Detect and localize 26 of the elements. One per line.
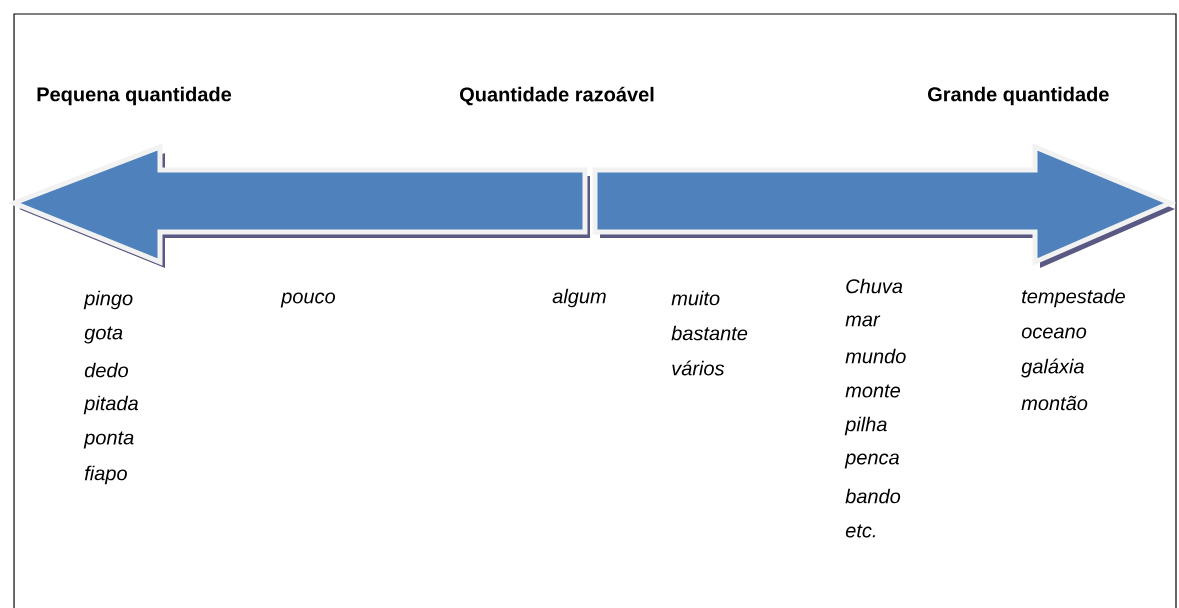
word-label: fiapo — [84, 465, 127, 485]
word-label: montão — [1021, 395, 1088, 411]
word-label: tempestade — [1022, 288, 1125, 308]
word-label: mundo — [845, 348, 906, 364]
word-label: penca — [844, 453, 899, 469]
heading: Quantidade razoável — [460, 86, 654, 106]
heading: Pequena quantidade — [37, 86, 232, 106]
word-label: oceano — [1021, 327, 1087, 339]
word-label: pingo — [83, 290, 133, 310]
word-label: bastante — [671, 325, 748, 341]
word-label: etc. — [845, 524, 875, 538]
word-label: pilha — [844, 416, 887, 436]
word-label: dedo — [84, 362, 129, 378]
heading: Grande quantidade — [928, 86, 1109, 106]
word-label: ponta — [83, 431, 134, 449]
word-label: muito — [671, 290, 720, 306]
word-label: algum — [552, 288, 606, 308]
word-label: mar — [845, 315, 881, 327]
word-label: pitada — [83, 395, 138, 415]
word-label: gota — [84, 326, 123, 344]
word-label: bando — [845, 488, 901, 504]
word-label: pouco — [280, 292, 336, 308]
word-label: Chuva — [846, 278, 903, 294]
word-label: monte — [845, 384, 901, 398]
word-label: galáxia — [1021, 358, 1084, 378]
word-label: vários — [672, 360, 725, 376]
